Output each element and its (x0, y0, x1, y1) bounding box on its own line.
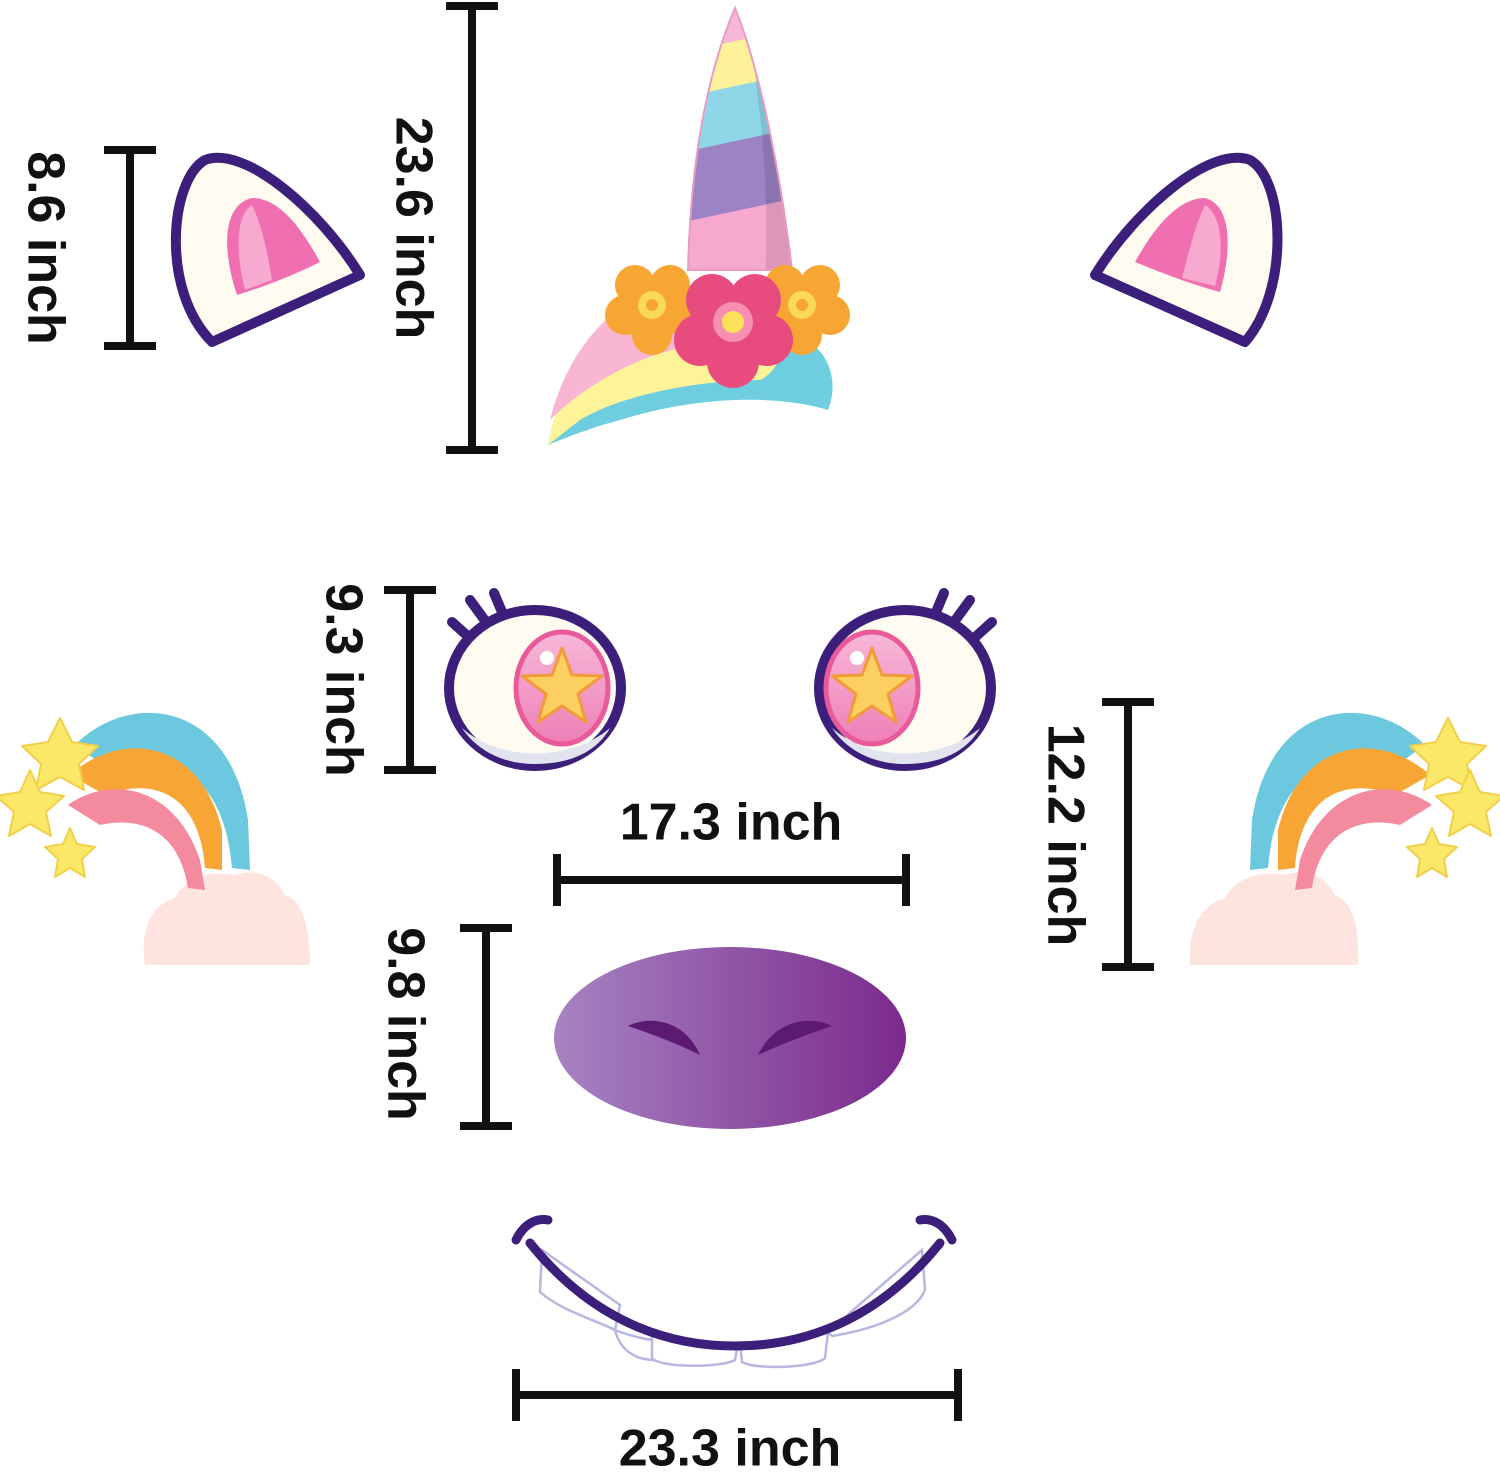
eye-span-label: 17.3 inch (620, 794, 843, 852)
nose-height-label: 9.8 inch (376, 927, 434, 1121)
mouth-icon (511, 1215, 957, 1369)
mouth-width-label: 23.3 inch (619, 1420, 842, 1478)
ear-height-dimension: 8.6 inch (16, 146, 156, 350)
left-rainbow-icon (0, 712, 310, 965)
mouth-width-dimension: 23.3 inch (512, 1369, 962, 1478)
ear-height-label: 8.6 inch (16, 151, 74, 345)
right-rainbow-icon (1189, 712, 1500, 965)
flower-left-icon (605, 265, 700, 355)
nose-height-dimension: 9.8 inch (376, 924, 512, 1130)
right-ear-icon (1090, 153, 1283, 347)
eye-height-dimension: 9.3 inch (314, 583, 436, 777)
horn-icon (548, 5, 850, 445)
rainbow-height-dimension: 12.2 inch (1036, 698, 1154, 971)
eye-span-dimension: 17.3 inch (553, 794, 910, 906)
rainbow-height-label: 12.2 inch (1036, 724, 1094, 947)
horn-height-label: 23.6 inch (384, 117, 442, 340)
left-eye-icon (444, 588, 626, 771)
nose-icon (554, 947, 906, 1129)
flower-center-icon (674, 274, 793, 388)
left-ear-icon (170, 153, 365, 347)
eye-height-label: 9.3 inch (314, 583, 372, 777)
right-eye-icon (814, 588, 997, 771)
horn-height-dimension: 23.6 inch (384, 2, 498, 454)
